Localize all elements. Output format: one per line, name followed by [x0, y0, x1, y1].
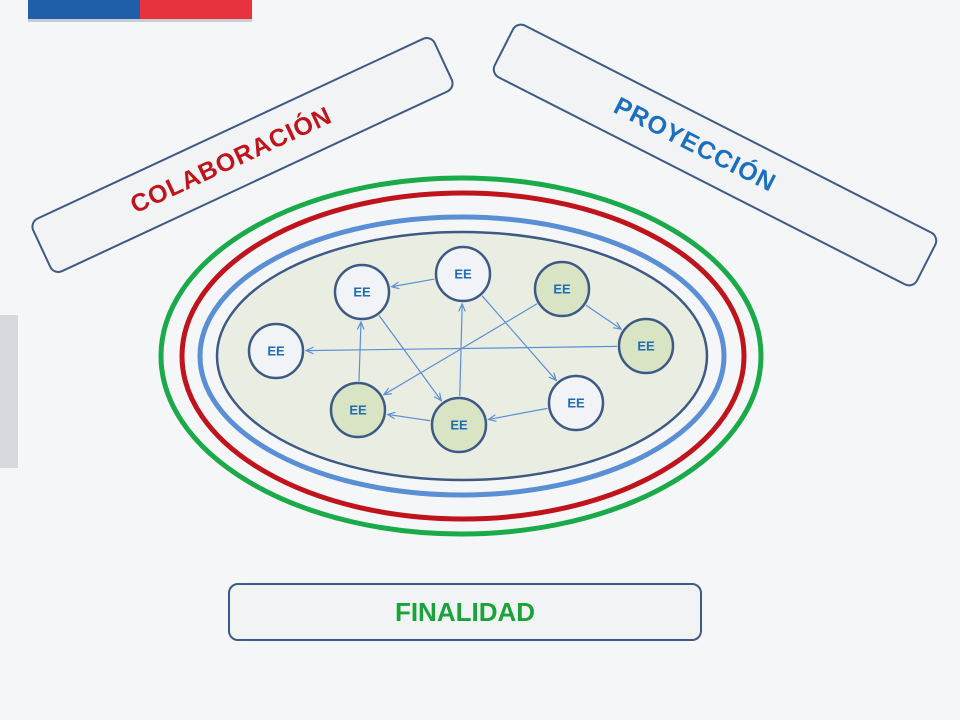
- ee-node-label: EE: [267, 344, 285, 359]
- ee-node-n8: EE: [430, 396, 488, 454]
- middle-ring: [179, 190, 747, 522]
- inner-ring: [197, 214, 727, 498]
- edge-arrow-7: [378, 315, 441, 400]
- edge-arrow-8: [481, 295, 556, 381]
- ee-node-n7: EE: [547, 374, 605, 432]
- ee-node-label: EE: [454, 267, 472, 282]
- ee-node-n6: EE: [329, 381, 387, 439]
- ee-node-circle: [547, 374, 605, 432]
- ee-node-label: EE: [450, 418, 468, 433]
- edge-arrow-9: [488, 407, 548, 419]
- header-underline: [28, 19, 252, 22]
- ee-node-circle: [430, 396, 488, 454]
- ee-node-n3: EE: [533, 260, 591, 318]
- ee-node-label: EE: [567, 396, 585, 411]
- ee-node-label: EE: [637, 339, 655, 354]
- edge-arrow-4: [460, 304, 462, 397]
- edge-arrow-2: [585, 304, 621, 329]
- ee-node-n2: EE: [333, 263, 391, 321]
- ee-node-label: EE: [349, 403, 367, 418]
- side-tab: [0, 315, 18, 468]
- ee-node-n4: EE: [247, 322, 305, 380]
- ee-node-circle: [247, 322, 305, 380]
- outer-ring: [158, 175, 764, 537]
- ee-node-circle: [329, 381, 387, 439]
- edge-arrow-5: [388, 414, 431, 422]
- flag-red-stripe: [140, 0, 252, 19]
- edge-arrow-10: [384, 303, 538, 395]
- ee-node-label: EE: [353, 285, 371, 300]
- finalidad-label: FINALIDAD: [394, 596, 536, 627]
- flag-blue-stripe: [28, 0, 140, 19]
- ee-node-circle: [333, 263, 391, 321]
- edge-arrow-6: [359, 322, 361, 382]
- ee-node-n1: EE: [434, 245, 492, 303]
- ee-node-label: EE: [553, 282, 571, 297]
- ee-node-circle: [617, 317, 675, 375]
- finalidad-banner: FINALIDAD: [228, 583, 702, 641]
- ee-node-circle: [434, 245, 492, 303]
- edge-arrow-1: [392, 278, 435, 287]
- ee-node-circle: [533, 260, 591, 318]
- ee-node-n5: EE: [617, 317, 675, 375]
